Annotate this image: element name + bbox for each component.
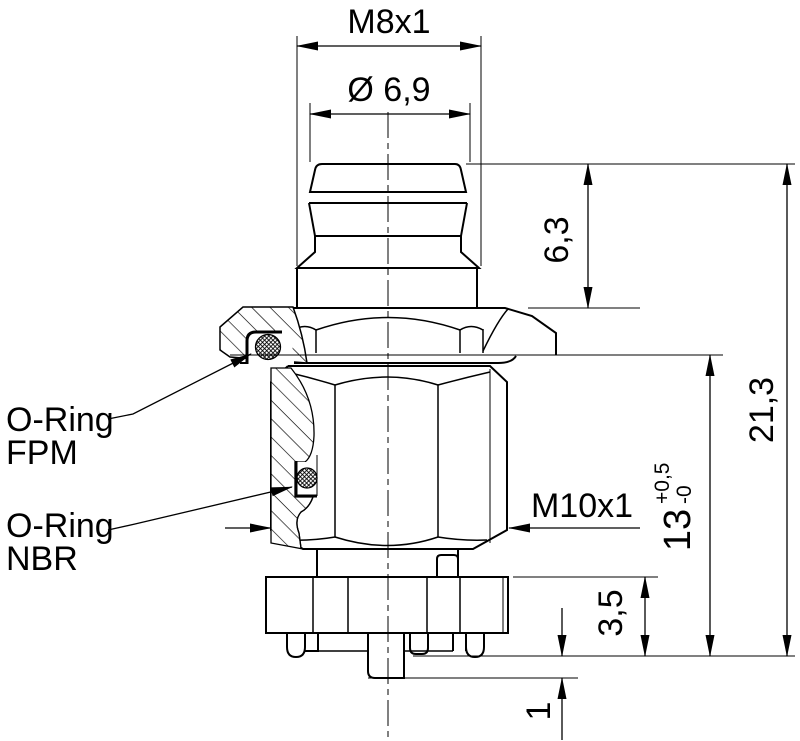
dim-6-3-label: 6,3: [538, 216, 576, 263]
dim-13-label-group: 13 +0,5 -0: [651, 463, 699, 552]
pin-left: [286, 633, 306, 659]
dimension-lines: [107, 41, 792, 740]
dim-3-5-label: 3,5: [592, 589, 630, 636]
dim-13-tol-plus: +0,5: [651, 463, 674, 504]
washer-edge: [240, 355, 517, 364]
bottom-flange-assembly: [265, 549, 509, 679]
o-ring-fpm: [254, 333, 282, 361]
nbr-leader: [107, 486, 293, 531]
fpm-groove-outline: [245, 330, 282, 364]
oring-nbr-label-line1: O-Ring: [6, 507, 114, 545]
dim-13-value: 13: [657, 509, 699, 551]
dim-13-tol-minus: -0: [673, 485, 696, 504]
cutaway-section: [219, 306, 318, 550]
extension-lines: [230, 36, 795, 679]
dim-21-3-label: 21,3: [743, 377, 781, 443]
oring-fpm-label-line1: O-Ring: [6, 401, 114, 439]
pin-right: [465, 633, 485, 659]
dim-diameter-label: Ø 6,9: [347, 71, 430, 109]
dim-m8x1-label: M8x1: [347, 3, 430, 41]
oring-fpm-label-line2: FPM: [6, 434, 78, 472]
nbr-groove-outline: [294, 461, 317, 498]
connector-flange: [265, 576, 509, 634]
o-ring-nbr: [296, 467, 318, 489]
cut-column-lower: [270, 367, 315, 550]
fpm-leader: [107, 353, 252, 420]
oring-nbr-label-line2: NBR: [6, 540, 78, 578]
dim-m10x1-label: M10x1: [531, 487, 633, 525]
center-protrusion: [367, 633, 405, 679]
top-tab: [436, 554, 459, 577]
top-stub-m8: [294, 163, 482, 308]
dim-1-label: 1: [520, 702, 558, 721]
